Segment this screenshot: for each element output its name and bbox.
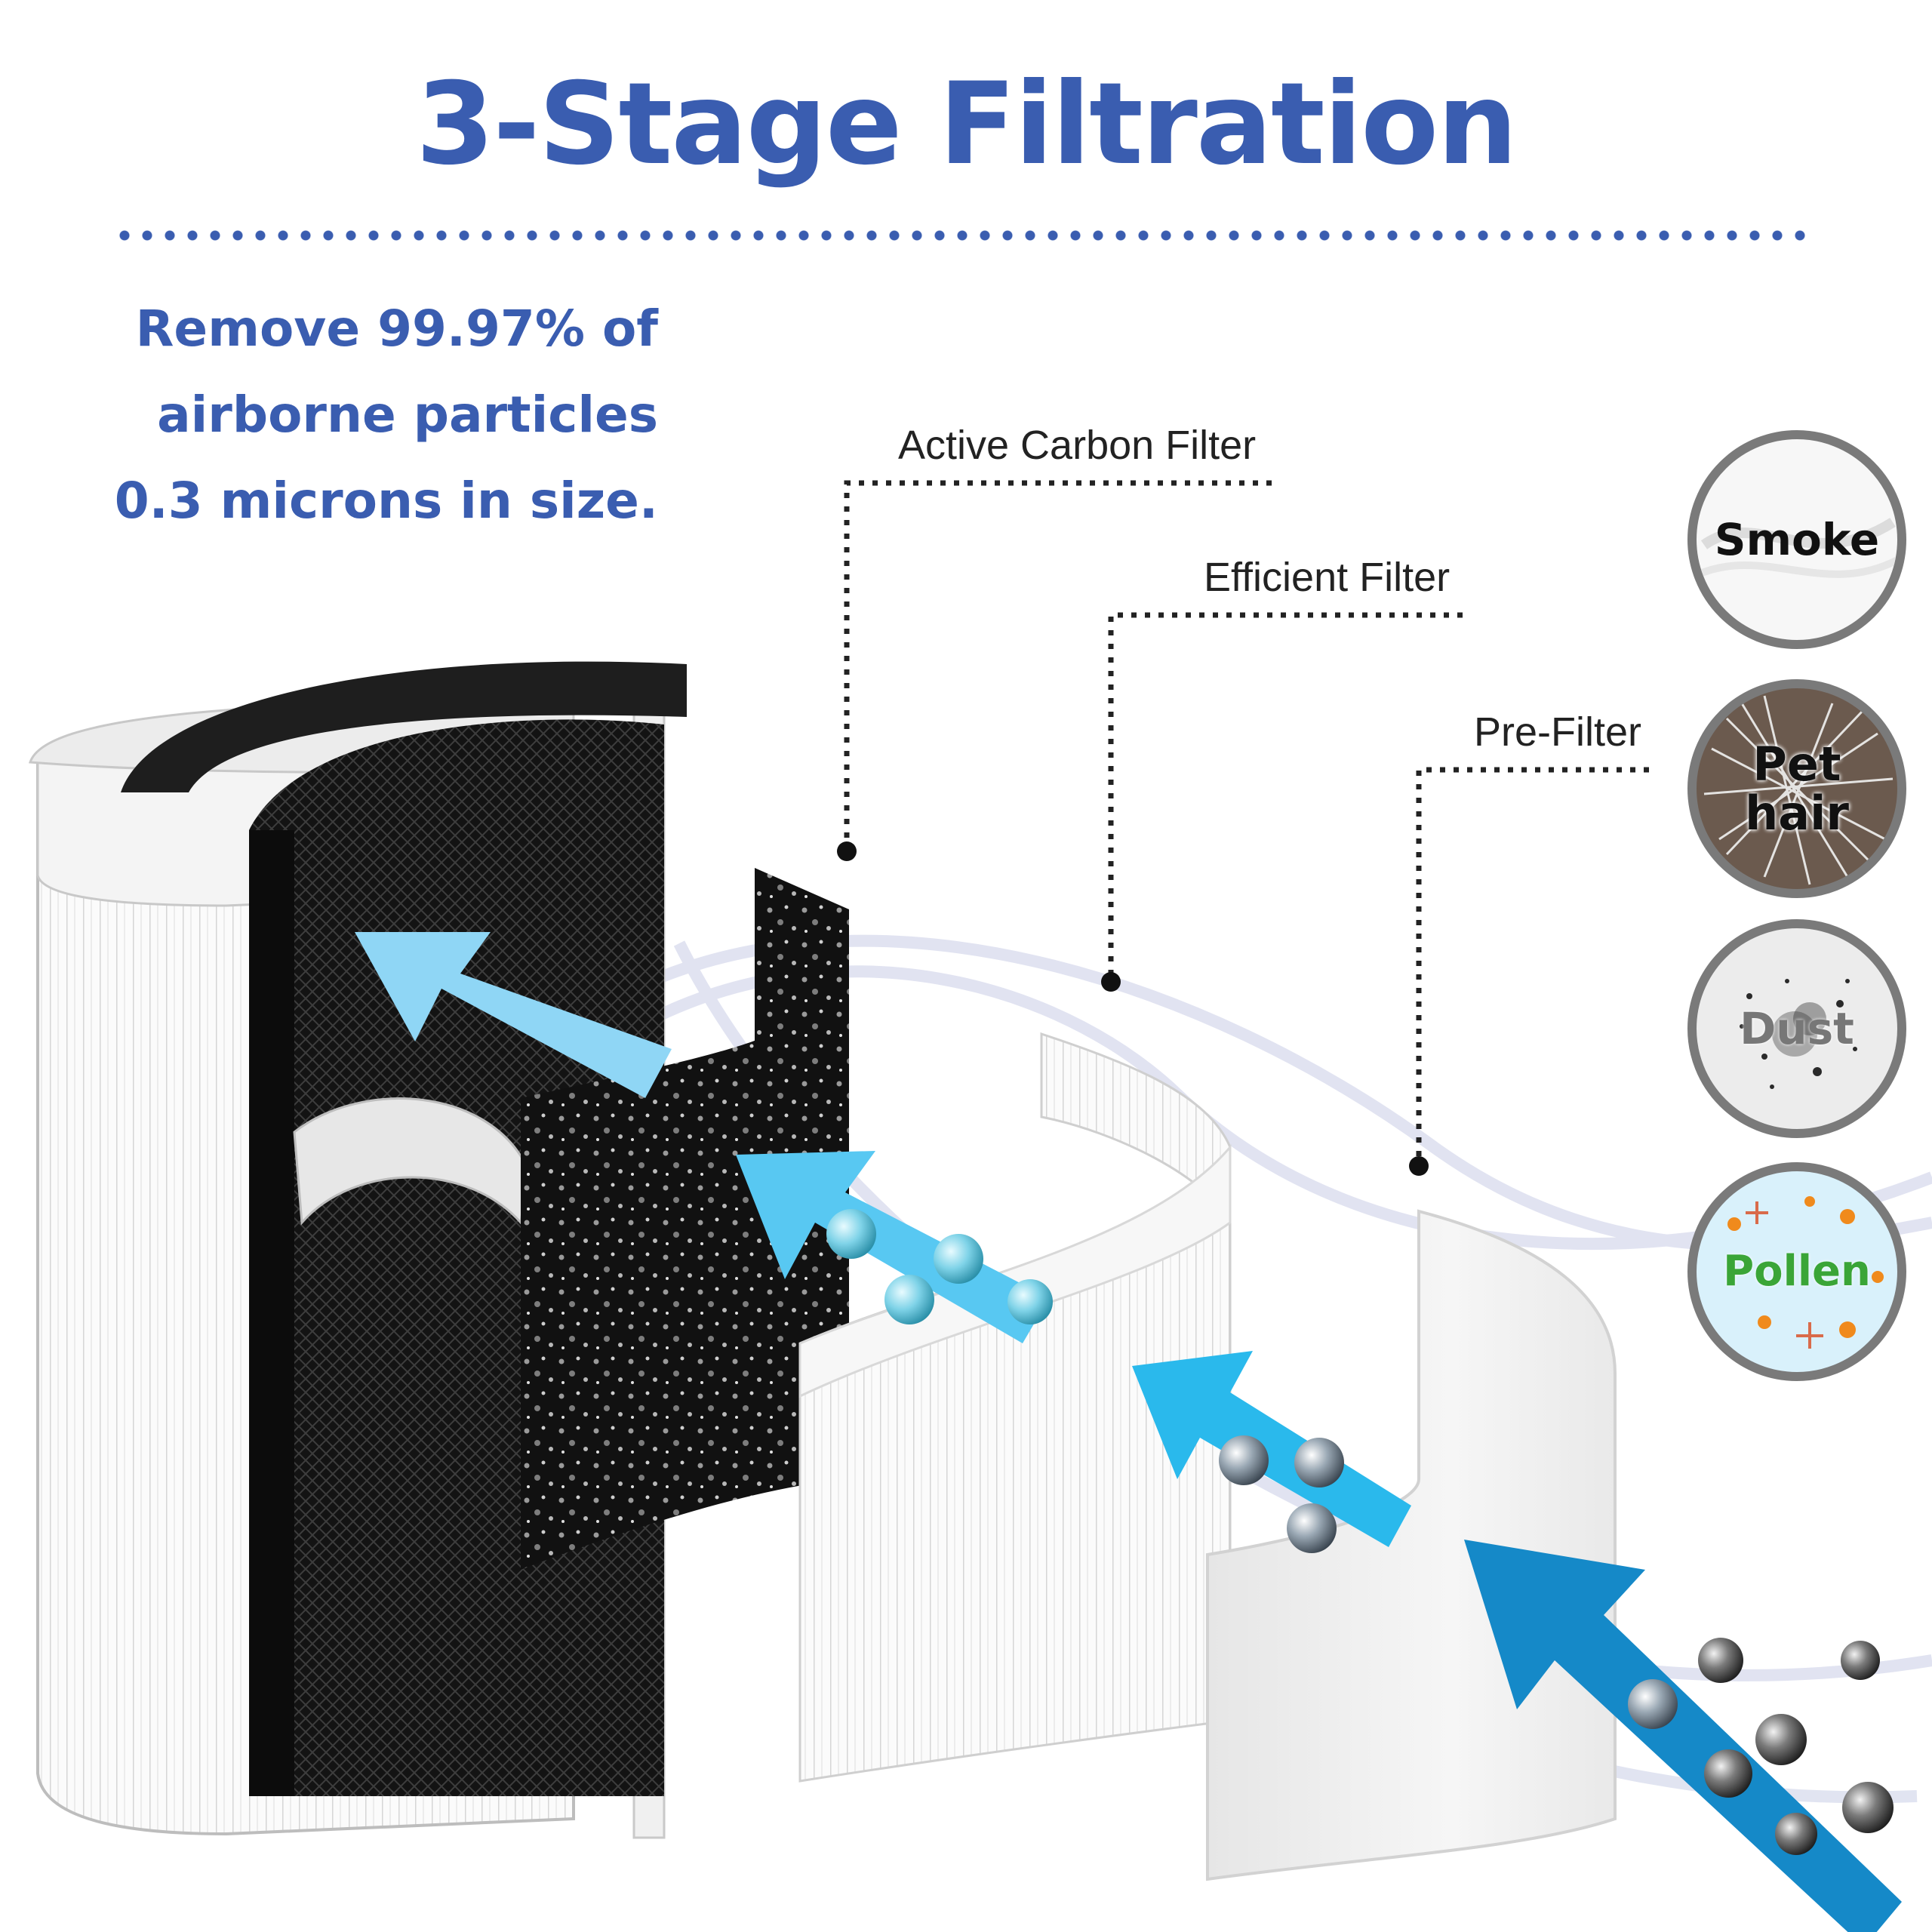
- leader-dot-active-carbon: [837, 841, 857, 861]
- airflow-arrow-2: [1132, 1351, 1411, 1547]
- badge-pet-hair-line-2: hair: [1745, 786, 1849, 841]
- particles-blue: [826, 1209, 1053, 1324]
- leader-dot-pre-filter: [1409, 1156, 1429, 1176]
- leader-efficient: [1108, 612, 1463, 974]
- badge-pollen-label: Pollen: [1723, 1246, 1871, 1296]
- badge-pet-hair-line-1: Pet: [1752, 736, 1841, 792]
- tagline-line-3: 0.3 microns in size.: [114, 472, 658, 530]
- leader-active-carbon: [844, 480, 1272, 844]
- pollen-icon: [1727, 1196, 1884, 1349]
- badge-pollen: Pollen: [1687, 1162, 1906, 1381]
- dust-icon: [1740, 979, 1857, 1089]
- particles-dark: [1628, 1638, 1894, 1855]
- badge-smoke: Smoke: [1687, 430, 1906, 649]
- tagline-line-1: Remove 99.97% of: [135, 300, 658, 358]
- airflow-arrow-3: [736, 1151, 1049, 1343]
- label-active-carbon-filter: Active Carbon Filter: [898, 423, 1257, 468]
- badge-dust: Dust: [1687, 919, 1906, 1138]
- badge-smoke-label: Smoke: [1714, 513, 1880, 565]
- particles-grey: [1219, 1435, 1344, 1553]
- badge-dust-label: Dust: [1740, 1002, 1854, 1054]
- efficient-filter-panel: [798, 1032, 1232, 1783]
- dotted-divider: [113, 229, 1813, 242]
- pet-hair-icon: [1703, 695, 1894, 885]
- label-pre-filter: Pre-Filter: [1474, 709, 1642, 755]
- tagline-line-2: airborne particles: [157, 386, 658, 444]
- label-efficient-filter: Efficient Filter: [1204, 555, 1451, 600]
- airflow-arrow-4: [355, 932, 672, 1098]
- pre-filter-panel: [1206, 1209, 1617, 1881]
- page-title: 3-Stage Filtration: [415, 59, 1518, 190]
- leader-dot-efficient: [1101, 972, 1121, 992]
- leader-pre-filter: [1416, 767, 1649, 1158]
- smoke-icon: [1697, 518, 1897, 579]
